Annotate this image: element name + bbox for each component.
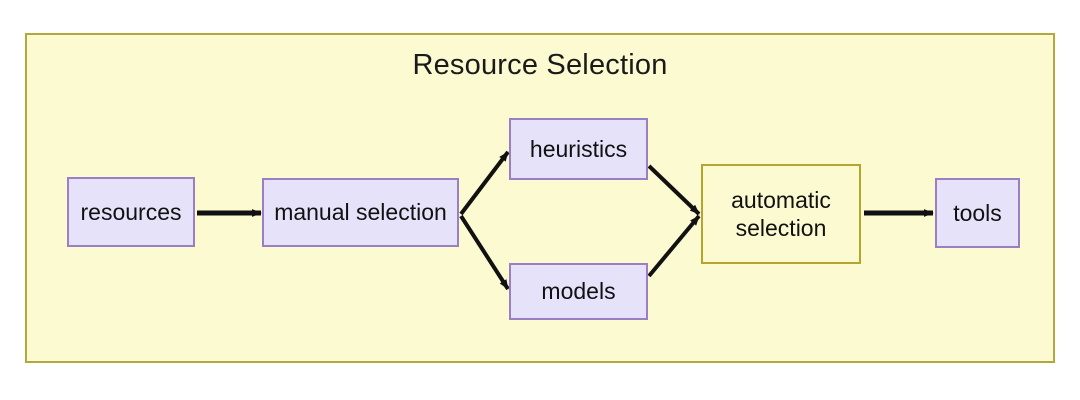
node-models[interactable]: models	[509, 263, 648, 320]
node-heuristics[interactable]: heuristics	[509, 118, 648, 180]
diagram-title: Resource Selection	[412, 49, 668, 81]
node-resources[interactable]: resources	[67, 177, 195, 247]
node-automatic-selection-label: automatic selection	[731, 186, 831, 241]
node-models-label: models	[541, 278, 616, 305]
node-manual-selection-label: manual selection	[274, 199, 447, 226]
node-automatic-selection[interactable]: automatic selection	[701, 164, 861, 264]
node-tools[interactable]: tools	[935, 178, 1020, 248]
node-tools-label: tools	[953, 199, 1002, 226]
node-heuristics-label: heuristics	[529, 135, 628, 162]
node-manual-selection[interactable]: manual selection	[262, 178, 459, 247]
node-resources-label: resources	[80, 198, 182, 225]
